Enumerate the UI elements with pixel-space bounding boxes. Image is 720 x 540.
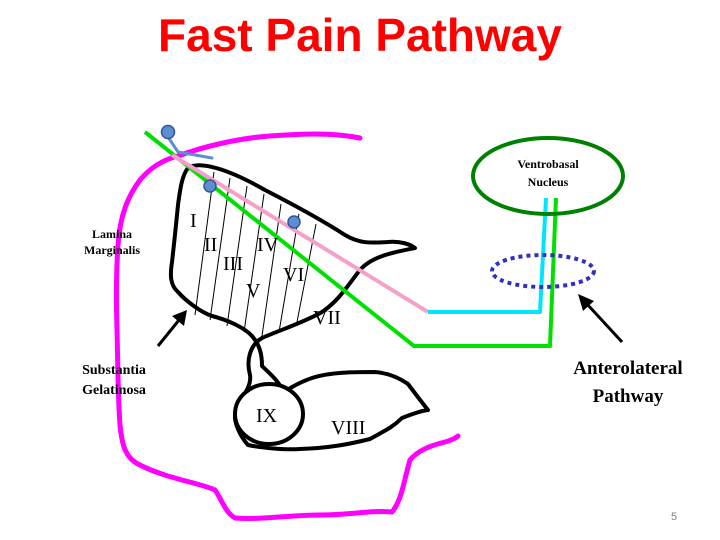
lamina-marginalis-label-line1: Lamina (92, 227, 132, 241)
pathway-dotted-ellipse (490, 253, 596, 289)
neuron-terminal-lamina-iv (287, 215, 301, 229)
cyan-fiber (428, 197, 548, 314)
substantia-arrow (156, 310, 187, 347)
anterolateral-label-line1: Anterolateral (573, 358, 682, 379)
page-number: 5 (671, 511, 677, 523)
lamina-iii-label: III (223, 253, 243, 275)
lamina-i-label: I (190, 210, 197, 232)
lamina-vi-label: VI (283, 264, 304, 286)
green-tract-line (143, 130, 558, 348)
neuron-stem (164, 132, 214, 160)
neuron-terminal-top (160, 124, 176, 140)
lamina-viii-label: VIII (331, 417, 365, 439)
lamina-vii-label: VII (313, 307, 341, 329)
substantia-label-line2: Gelatinosa (82, 383, 146, 398)
neuron-terminal-lamina-i (203, 179, 217, 193)
ventrobasal-label-line2: Nucleus (528, 175, 569, 189)
ventrobasal-nucleus-ellipse (471, 136, 625, 216)
lamina-marginalis-label-line2: Marginalis (84, 243, 140, 257)
lamina-iv-label: IV (257, 234, 279, 256)
lamina-v-label: V (246, 280, 261, 302)
anterolateral-arrow (578, 294, 624, 344)
lamina-ix-label: IX (256, 405, 278, 427)
gray-matter-outline (168, 163, 430, 452)
lamina-ii-label: II (204, 234, 217, 256)
anterolateral-label-line2: Pathway (593, 386, 664, 407)
slide-title: Fast Pain Pathway (158, 9, 562, 61)
substantia-label-line1: Substantia (82, 363, 146, 378)
lamina-ix-circle (233, 382, 305, 446)
ventrobasal-label-line1: Ventrobasal (517, 157, 579, 171)
